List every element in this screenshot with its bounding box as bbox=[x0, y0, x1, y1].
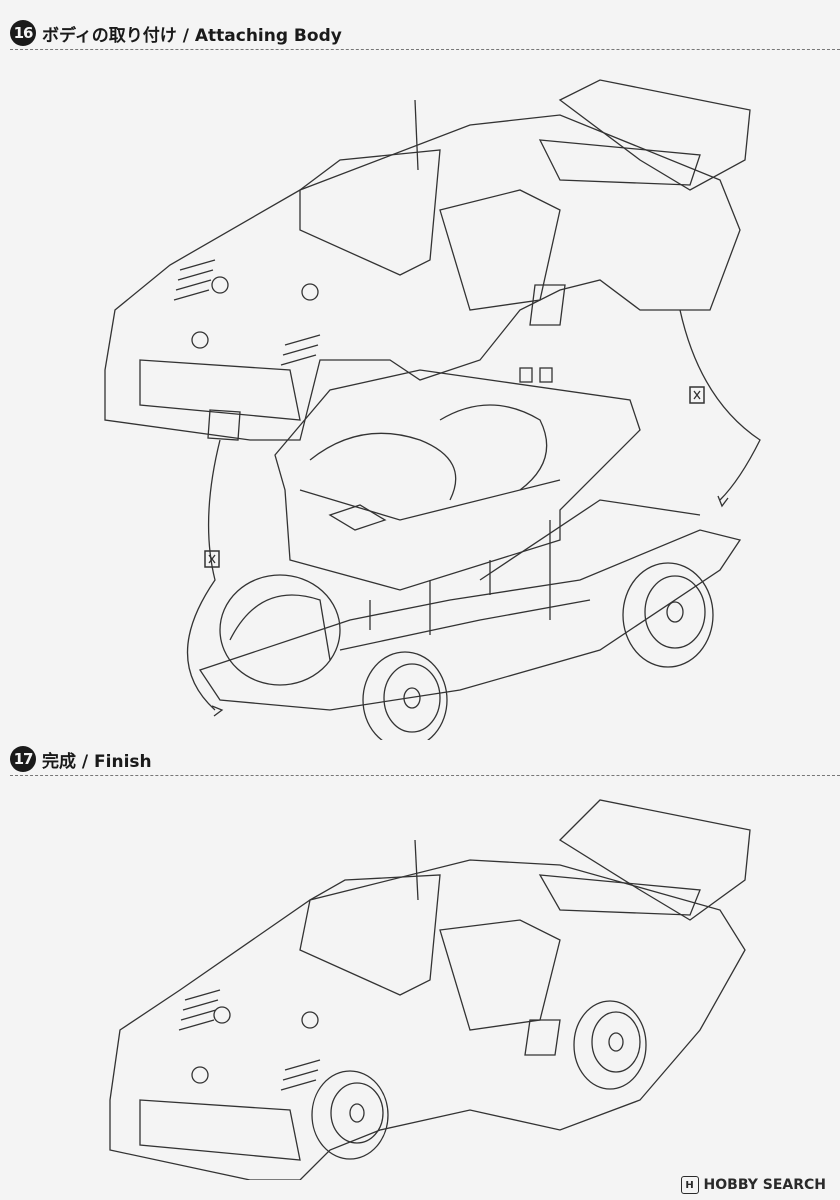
wheel-rear bbox=[573, 1000, 647, 1090]
interior-tub bbox=[274, 367, 641, 591]
exploded-assembly-drawing bbox=[104, 79, 761, 740]
wheel-front bbox=[311, 1070, 389, 1160]
step-title: 完成 / Finish bbox=[42, 751, 152, 772]
step-number-badge: 16 bbox=[10, 20, 36, 46]
hobby-search-watermark: H HOBBY SEARCH bbox=[680, 1176, 826, 1194]
brand-name: HOBBY SEARCH bbox=[703, 1177, 826, 1193]
step-title: ボディの取り付け / Attaching Body bbox=[42, 25, 342, 46]
wheel-front bbox=[362, 651, 448, 740]
wheel-rear bbox=[622, 562, 714, 668]
glue-mark-icon bbox=[204, 550, 220, 568]
step-number-badge: 17 bbox=[10, 746, 36, 772]
finished-car-drawing bbox=[109, 799, 751, 1180]
step-16-header: 16 ボディの取り付け / Attaching Body bbox=[10, 16, 840, 50]
hobby-search-logo-icon: H bbox=[680, 1176, 699, 1194]
chassis-frame bbox=[198, 499, 742, 711]
glue-mark-icon bbox=[689, 386, 705, 404]
step-17-header: 17 完成 / Finish bbox=[10, 742, 840, 776]
car-body-shell bbox=[104, 79, 751, 441]
assembly-arrows bbox=[187, 309, 761, 717]
